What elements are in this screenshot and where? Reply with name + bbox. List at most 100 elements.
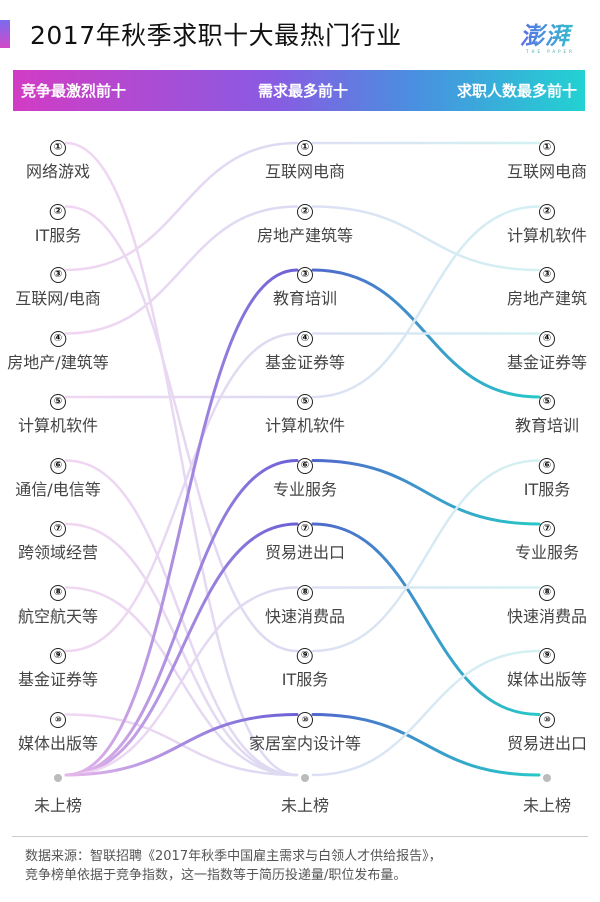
- rank-item: ① 互联网电商: [265, 135, 345, 182]
- rank-badge: ⑨: [49, 648, 66, 664]
- rank-badge: ⑦: [49, 521, 66, 537]
- industry-label: 家居室内设计等: [248, 733, 362, 753]
- rank-badge: ⑥: [539, 457, 555, 474]
- rank-item: ⑦ 跨领域经营: [18, 516, 98, 563]
- column-header-band: 竞争最激烈前十 需求最多前十 求职人数最多前十: [13, 70, 585, 111]
- unranked-dot-icon: [300, 774, 309, 782]
- flow-link: [311, 205, 541, 399]
- rank-item: ③ 互联网/电商: [15, 262, 101, 309]
- rank-item: ③ 房地产建筑: [507, 262, 587, 309]
- rank-badge: ⑧: [296, 584, 313, 601]
- industry-label: IT服务: [523, 479, 571, 499]
- source-note: 数据来源：智联招聘《2017年秋季中国雇主需求与白领人才供给报告》， 竞争榜单依…: [25, 847, 442, 885]
- rank-badge: ①: [296, 140, 313, 156]
- industry-label: 贸易进出口: [264, 543, 346, 562]
- flow-link: [64, 332, 299, 653]
- rank-badge: ⑩: [296, 711, 313, 728]
- flow-link: [311, 459, 541, 653]
- industry-label: 房地产建筑等: [256, 225, 354, 245]
- logo: 澎湃 THE PAPER: [520, 16, 580, 56]
- rank-item: ⑥ 通信/电信等: [15, 453, 101, 500]
- column-header-demand: 需求最多前十: [258, 82, 349, 100]
- industry-label: 跨领域经营: [17, 543, 99, 562]
- industry-label: 基金证券等: [264, 352, 346, 372]
- flow-link: [311, 649, 541, 777]
- unranked-dot-icon: [542, 774, 551, 782]
- industry-label: 专业服务: [514, 543, 580, 562]
- rank-badge: ⑥: [50, 457, 66, 474]
- industry-label: 航空航天等: [17, 606, 99, 626]
- industry-label: 计算机软件: [506, 225, 588, 245]
- unranked-dot-icon: [53, 774, 62, 782]
- rank-item: ⑦ 专业服务: [515, 516, 579, 563]
- rank-item: ④ 房地产/建筑等: [7, 326, 109, 373]
- rank-badge: ④: [296, 330, 313, 347]
- flow-link: [311, 522, 541, 716]
- rank-badge: ③: [538, 267, 555, 283]
- industry-label: 通信/电信等: [15, 479, 101, 499]
- flow-link: [64, 141, 299, 272]
- industry-label: 媒体出版等: [17, 733, 99, 753]
- flow-link: [64, 205, 299, 653]
- rank-item: ⑨ 媒体出版等: [507, 643, 587, 690]
- flow-link: [64, 205, 299, 335]
- rank-badge: ⑤: [538, 394, 555, 410]
- rank-badge: ⑨: [297, 648, 313, 664]
- industry-label: 基金证券等: [17, 670, 99, 689]
- rank-badge: ⑦: [538, 521, 555, 537]
- rank-item: ④ 基金证券等: [265, 326, 345, 373]
- industry-label: 房地产建筑: [506, 289, 588, 308]
- industry-label: 房地产/建筑等: [7, 352, 109, 372]
- column-header-competition: 竞争最激烈前十: [21, 82, 127, 100]
- industry-label: IT服务: [34, 225, 82, 245]
- source-line-1: 数据来源：智联招聘《2017年秋季中国雇主需求与白领人才供给报告》，: [25, 849, 442, 864]
- flow-link: [64, 141, 299, 777]
- rank-badge: ⑦: [296, 521, 313, 537]
- industry-label: IT服务: [281, 670, 329, 689]
- flow-link: [311, 713, 541, 777]
- industry-label: 基金证券等: [506, 352, 588, 372]
- unranked-label: 未上榜: [522, 796, 572, 815]
- rank-badge: ④: [538, 330, 555, 347]
- industry-label: 互联网电商: [264, 162, 346, 181]
- rank-badge: ⑤: [296, 394, 313, 410]
- flow-link: [64, 459, 299, 777]
- unranked-item: 未上榜: [281, 767, 329, 816]
- rank-badge: ⑩: [49, 711, 66, 728]
- column-header-applicants: 求职人数最多前十: [456, 82, 577, 100]
- industry-label: 专业服务: [272, 479, 338, 499]
- industry-label: 快速消费品: [506, 606, 588, 626]
- rank-badge: ①: [538, 140, 555, 156]
- rank-badge: ⑨: [538, 648, 555, 664]
- rank-badge: ⑩: [538, 711, 555, 728]
- rank-badge: ③: [50, 267, 66, 283]
- unranked-label: 未上榜: [280, 796, 330, 815]
- rank-item: ⑩ 家居室内设计等: [249, 707, 361, 754]
- rank-badge: ③: [296, 267, 313, 283]
- page-title: 2017年秋季求职十大最热门行业: [30, 21, 402, 50]
- unranked-label: 未上榜: [33, 796, 83, 815]
- industry-label: 计算机软件: [17, 416, 99, 435]
- industry-label: 互联网/电商: [15, 289, 101, 308]
- flow-link: [311, 205, 541, 272]
- rank-item: ⑩ 媒体出版等: [18, 707, 98, 754]
- rank-item: ⑥ IT服务: [523, 453, 571, 500]
- industry-label: 媒体出版等: [506, 670, 588, 689]
- rank-item: ① 网络游戏: [26, 135, 90, 182]
- flow-link: [64, 268, 299, 777]
- rank-badge: ④: [50, 330, 66, 347]
- rank-item: ⑨ IT服务: [281, 643, 329, 690]
- industry-label: 互联网电商: [506, 162, 588, 181]
- source-line-2: 竞争榜单依据于竞争指数，这一指数等于简历投递量/职位发布量。: [25, 868, 407, 883]
- industry-label: 网络游戏: [25, 162, 91, 181]
- rank-badge: ①: [49, 140, 66, 156]
- unranked-item: 未上榜: [523, 767, 571, 816]
- logo-subtext: THE PAPER: [526, 49, 575, 54]
